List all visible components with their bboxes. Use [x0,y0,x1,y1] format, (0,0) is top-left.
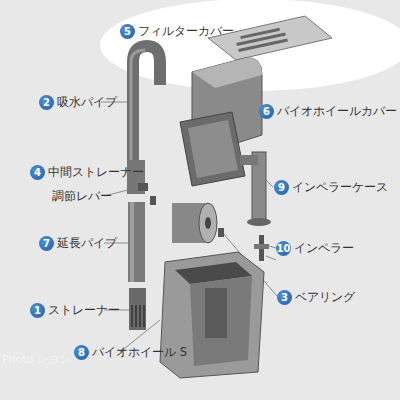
case-base [247,218,271,226]
filter-pad [180,112,245,186]
part-name: インペラーケース [292,180,388,195]
part-name: 中間ストレーナー [48,165,144,180]
pipe-shine [130,202,134,282]
adjust-lever [138,183,148,191]
part-name: インペラー [294,241,354,256]
callout: 1ストレーナー [30,303,120,318]
part-name: バイオホイールカバー [277,104,397,119]
intake-pipe [133,46,160,165]
callout: 7延長パイプ [39,236,117,251]
slit [143,305,145,327]
biowheel-face [199,203,217,243]
callout: 2吸水パイプ [39,95,117,110]
callout-number: 10 [276,241,291,256]
body-inner [190,276,252,366]
slit [135,305,137,327]
callout: 4中間ストレーナー [30,165,144,180]
part-name: ストレーナー [48,303,120,318]
callout-number: 4 [30,165,45,180]
biowheel-hub [205,217,211,229]
cover-top [192,58,262,88]
slit [131,305,133,327]
strainer [129,288,146,330]
callout: 9インペラーケース [274,180,388,195]
part-name: 吸水パイプ [57,95,117,110]
filter-body [160,252,264,378]
callout: 8バイオホイール S [74,345,187,360]
grid-slot [238,39,288,52]
impeller-blade [254,244,269,249]
extension-pipe [128,202,145,282]
callout-number: 8 [74,345,89,360]
part-name: ベアリング [295,290,355,305]
callout-number: 9 [274,180,289,195]
grid-slot [236,33,286,46]
callout-number: 7 [39,236,54,251]
callout-number: 3 [277,290,292,305]
callout: 3ベアリング [277,290,355,305]
case-outlet [240,155,258,165]
callout-number: 5 [120,24,135,39]
callout-number: 2 [39,95,54,110]
pipe-shine [131,50,145,165]
body-channel [205,288,227,338]
callout: 5フィルターカバー [120,24,234,39]
callout-number: 6 [259,104,274,119]
slit [139,305,141,327]
callout: 10インペラー [276,241,354,256]
cover-grid [236,28,288,52]
leader-line [266,256,276,260]
part-name: 延長パイプ [57,236,117,251]
callout-number: 1 [30,303,45,318]
strainer-slits [132,305,144,327]
filter-mesh [188,120,238,178]
part-name: 調節レバー [52,189,112,204]
leader-line [266,180,273,187]
callout: 6バイオホイールカバー [259,104,397,119]
part-name: バイオホイール S [92,345,187,360]
watermark: Photo レヨン [2,352,70,367]
bearing [218,228,224,237]
bearing [150,196,156,205]
part-name: フィルターカバー [138,24,234,39]
